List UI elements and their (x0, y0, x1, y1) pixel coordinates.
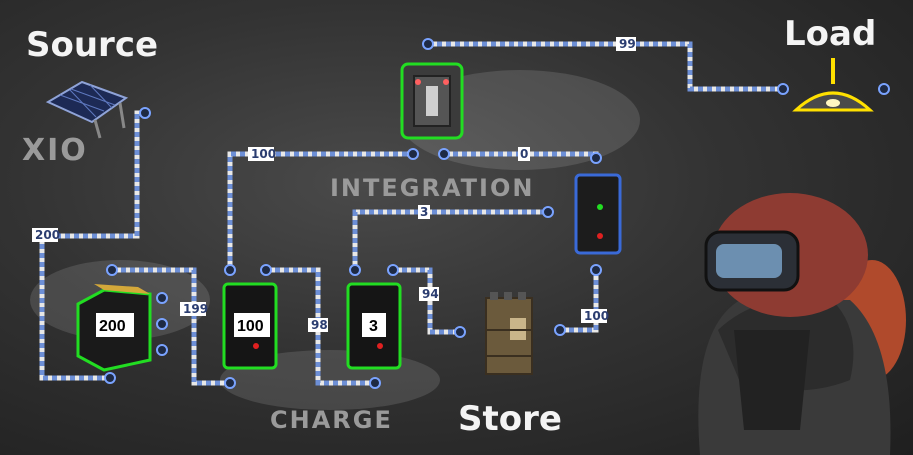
port-combiner-in-b[interactable] (590, 264, 602, 276)
port-branch1-out-b[interactable] (260, 264, 272, 276)
wire-branch2-integration-under (352, 209, 548, 270)
branch1-readout (234, 313, 270, 337)
port-switch-out-b[interactable] (438, 148, 450, 160)
wire-branch2-integration (352, 209, 548, 270)
battery-readout (96, 313, 134, 337)
wire-store-combiner (560, 270, 599, 333)
electrical-branch-2[interactable]: 3 (346, 282, 402, 370)
wire-solar-battery (39, 110, 145, 381)
wire-label-store-in: 94 (422, 287, 439, 301)
branch1-value: 100 (237, 318, 264, 335)
port-switch-in[interactable] (407, 148, 419, 160)
port-battery-out[interactable] (106, 264, 118, 276)
port-store-out[interactable] (554, 324, 566, 336)
port-battery-side-2[interactable] (156, 318, 168, 330)
port-battery-side-1[interactable] (156, 292, 168, 304)
heading-source: Source (26, 25, 158, 65)
heading-load: Load (784, 14, 876, 54)
branch2-value: 3 (369, 318, 378, 335)
wire-battery-branch1 (112, 267, 230, 386)
label-xio: XIO (22, 133, 88, 168)
port-switch-out-a[interactable] (422, 38, 434, 50)
large-battery-store[interactable] (485, 292, 533, 375)
port-load-in[interactable] (777, 83, 789, 95)
battery-device[interactable]: 200 (76, 284, 152, 372)
battery-value: 200 (99, 318, 126, 335)
switch-device[interactable] (400, 62, 464, 140)
character-hazmat-suit (698, 193, 906, 455)
port-store-in[interactable] (454, 326, 466, 338)
ports (104, 38, 890, 389)
electrical-combiner-device[interactable] (574, 173, 622, 255)
wire-label-load: 99 (619, 37, 636, 51)
branch2-led (377, 343, 383, 349)
port-battery-in[interactable] (104, 372, 116, 384)
solar-panel-icon[interactable] (45, 80, 129, 139)
port-integration-in[interactable] (542, 206, 554, 218)
port-combiner-in-a[interactable] (590, 152, 602, 164)
wire-label-store-out: 100 (584, 309, 609, 323)
combiner-led-green (597, 204, 603, 210)
heading-store: Store (458, 399, 562, 439)
combiner-led-red (597, 233, 603, 239)
wire-label-switch-combiner: 0 (520, 147, 528, 161)
wire-labels: 200 199 100 98 3 94 99 0 100 (32, 37, 636, 332)
port-branch1-out-a[interactable] (224, 264, 236, 276)
port-branch1-in[interactable] (224, 377, 236, 389)
port-branch2-in[interactable] (369, 377, 381, 389)
port-solar-out[interactable] (139, 107, 151, 119)
wire-switch-load (428, 41, 783, 92)
branch1-led (253, 343, 259, 349)
wire-label-integration: 3 (420, 205, 428, 219)
wire-label-branch1-switch: 100 (251, 147, 276, 161)
port-load-out[interactable] (878, 83, 890, 95)
label-integration: INTEGRATION (330, 174, 534, 202)
ceiling-light-icon[interactable] (792, 58, 874, 112)
wire-branch1-switch (227, 151, 413, 270)
label-charge: CHARGE (270, 406, 393, 434)
wire-label-solar: 200 (35, 228, 60, 242)
wire-label-battery-branch1: 199 (183, 302, 208, 316)
port-branch2-out-a[interactable] (349, 264, 361, 276)
port-battery-side-3[interactable] (156, 344, 168, 356)
wire-label-branch1-branch2: 98 (311, 318, 328, 332)
port-branch2-out-b[interactable] (387, 264, 399, 276)
electrical-branch-1[interactable]: 100 (222, 282, 278, 370)
branch2-readout (362, 313, 386, 337)
